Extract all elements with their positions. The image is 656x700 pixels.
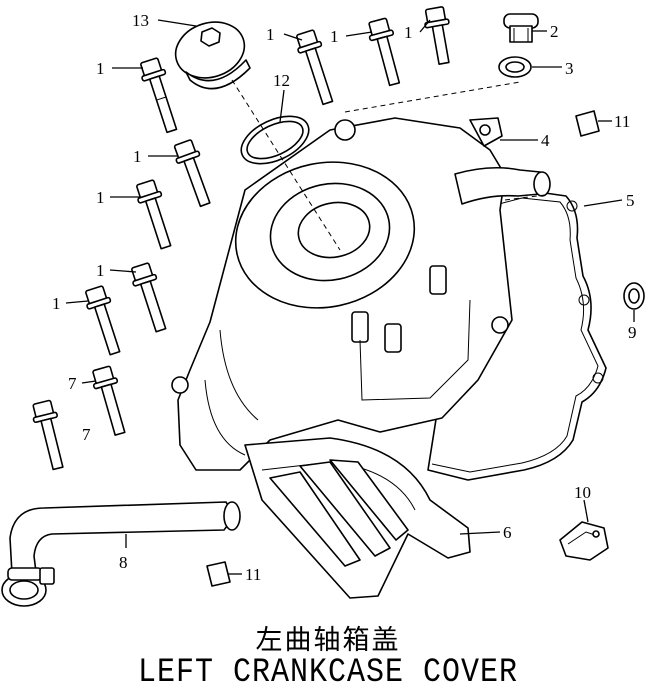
callout-11: 11 [614, 112, 630, 131]
plug-cap-icon [174, 21, 251, 90]
bolt-icon [85, 285, 121, 356]
o-ring-icon [240, 115, 310, 165]
callout-1: 1 [330, 27, 339, 46]
callout-1: 1 [266, 25, 275, 44]
callout-13: 13 [132, 11, 149, 30]
callout-9: 9 [628, 323, 637, 342]
bolt-icon [140, 57, 178, 134]
oil-seal-icon [623, 282, 645, 310]
bolt-icon [424, 6, 450, 65]
bolt-icon [131, 262, 167, 333]
bolt-icon [368, 17, 401, 87]
callout-1: 1 [404, 23, 413, 42]
callout-10: 10 [574, 483, 591, 502]
callout-1: 1 [96, 261, 105, 280]
callout-2: 2 [550, 22, 559, 41]
bolt-icon [92, 365, 126, 436]
crankcase-cover-icon [171, 117, 551, 471]
diagram-title-english: LEFT CRANKCASE COVER [137, 653, 519, 693]
callout-5: 5 [626, 191, 635, 210]
bolt-icon [136, 179, 172, 250]
leader-lines [65, 19, 635, 575]
bolt-icon [32, 399, 64, 471]
washer-icon [498, 56, 532, 78]
clip-icon [559, 521, 609, 561]
callout-7: 7 [82, 425, 91, 444]
callout-1: 1 [133, 147, 142, 166]
callout-8: 8 [119, 553, 128, 572]
callout-3: 3 [565, 59, 574, 78]
callout-1: 1 [96, 188, 105, 207]
callout-7: 7 [68, 374, 77, 393]
callout-1: 1 [52, 294, 61, 313]
callout-labels: 13 1 1 1 2 3 1 12 11 4 1 1 5 1 1 9 7 7 1… [52, 11, 637, 584]
hose-icon [1, 501, 241, 607]
callout-4: 4 [541, 131, 550, 150]
gasket-icon [427, 189, 607, 481]
callout-1: 1 [96, 59, 105, 78]
callout-11: 11 [245, 565, 261, 584]
assembly-guide-lines [231, 79, 546, 251]
cap-icon [503, 13, 539, 43]
bolt-icon [296, 29, 334, 106]
callout-12: 12 [273, 71, 290, 90]
bolt-icon [173, 139, 211, 208]
callout-6: 6 [503, 523, 512, 542]
sprocket-cover-icon [244, 437, 471, 599]
dowel-pin-icon [206, 110, 600, 587]
diagram-title-chinese: 左曲轴箱盖 [255, 625, 401, 656]
